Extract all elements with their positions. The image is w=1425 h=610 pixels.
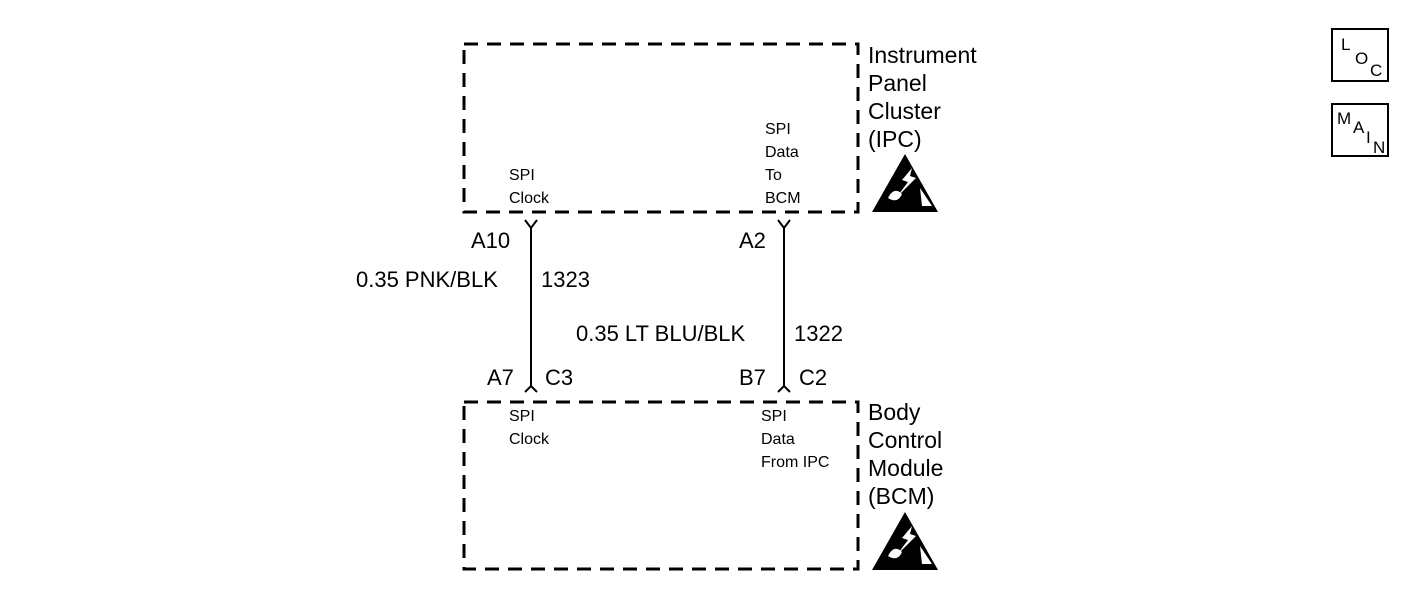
bcm-name-line: (BCM) bbox=[868, 483, 935, 509]
ipc-name-line: (IPC) bbox=[868, 126, 922, 152]
ipc-pin-spi-data-label: SPI Data To BCM bbox=[765, 121, 801, 207]
connector-c3: C3 bbox=[545, 365, 574, 390]
loc-button[interactable]: L O C bbox=[1331, 28, 1389, 82]
wire-1322 bbox=[777, 219, 791, 393]
main-letter-n: N bbox=[1373, 138, 1386, 157]
esd-sensitive-icon bbox=[872, 512, 938, 570]
wire-1322-circuit: 1322 bbox=[794, 321, 843, 346]
loc-letter-o: O bbox=[1355, 49, 1369, 68]
connector-a10-icon bbox=[524, 219, 538, 230]
wire-1323-circuit: 1323 bbox=[541, 267, 590, 292]
bcm-pin-spi-data-label: SPI Data From IPC bbox=[761, 408, 830, 471]
terminal-b7: B7 bbox=[739, 365, 766, 390]
terminal-a7: A7 bbox=[487, 365, 514, 390]
bcm-name-line: Module bbox=[868, 455, 944, 481]
esd-sensitive-icon bbox=[872, 154, 938, 212]
connector-a2-icon bbox=[777, 219, 791, 230]
main-button[interactable]: M A I N bbox=[1331, 103, 1389, 157]
bcm-module-box bbox=[462, 400, 860, 571]
wire-1323-size-color: 0.35 PNK/BLK bbox=[356, 267, 498, 292]
ipc-module-box bbox=[462, 42, 860, 214]
main-letter-a: A bbox=[1353, 118, 1365, 137]
bcm-name-line: Control bbox=[868, 427, 943, 453]
bcm-pin-spi-clock-label: SPI Clock bbox=[509, 408, 550, 448]
ipc-name-line: Instrument bbox=[868, 42, 977, 68]
loc-letter-c: C bbox=[1370, 61, 1383, 80]
connector-b7-icon bbox=[777, 384, 791, 393]
ipc-name-line: Cluster bbox=[868, 98, 941, 124]
terminal-a10: A10 bbox=[471, 228, 511, 253]
loc-letter-l: L bbox=[1341, 35, 1351, 54]
ipc-module-name: Instrument Panel Cluster (IPC) bbox=[868, 41, 977, 153]
wire-1322-size-color: 0.35 LT BLU/BLK bbox=[576, 321, 746, 346]
connector-c2: C2 bbox=[799, 365, 828, 390]
bcm-name-line: Body bbox=[868, 399, 921, 425]
ipc-pin-spi-clock-label: SPI Clock bbox=[509, 167, 550, 207]
terminal-a2: A2 bbox=[739, 228, 766, 253]
bcm-module-name: Body Control Module (BCM) bbox=[868, 398, 943, 510]
wire-1323 bbox=[524, 219, 538, 393]
main-letter-m: M bbox=[1337, 109, 1352, 128]
main-letter-i: I bbox=[1366, 128, 1371, 147]
connector-a7-icon bbox=[524, 384, 538, 393]
ipc-name-line: Panel bbox=[868, 70, 927, 96]
